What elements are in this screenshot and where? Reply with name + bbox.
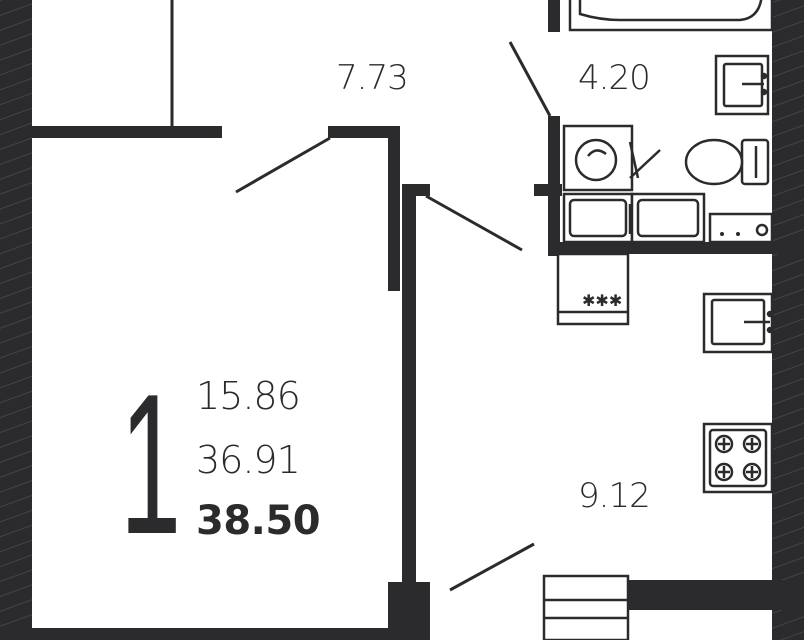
bottom-right-wall	[628, 580, 804, 610]
living-area-value: 15.86	[196, 374, 301, 418]
kitchen-sink	[702, 292, 774, 354]
bottom-left-wall	[0, 628, 400, 640]
washing-machine	[562, 124, 661, 192]
stove	[702, 422, 774, 494]
toilet	[684, 138, 770, 186]
bathtub	[568, 0, 774, 32]
hallway-area-label: 7.73	[336, 58, 409, 98]
bathroom-area-label: 4.20	[578, 58, 651, 98]
bathroom-wall-top	[548, 0, 560, 32]
bathroom-sink	[714, 54, 770, 116]
kitchen-unit: ✱✱✱	[556, 252, 630, 326]
door-swing-bathroom	[508, 41, 552, 117]
interior-walls	[32, 0, 804, 640]
kitchen-area-label: 9.12	[578, 476, 651, 516]
door-swing-kitchen	[425, 194, 523, 252]
total-area-value: 38.50	[196, 498, 321, 544]
bathroom-wall-bottom	[548, 242, 804, 254]
hall-wall-vertical	[388, 126, 400, 291]
kitchen-window	[542, 574, 630, 640]
door-swing-entry	[449, 542, 535, 592]
kitchen-unit-marks: ✱✱✱	[582, 291, 622, 310]
hall-wall-top	[328, 126, 400, 138]
left-outer-wall	[0, 0, 32, 640]
right-outer-wall	[772, 0, 804, 640]
bathroom-cabinets	[562, 192, 774, 244]
kitchen-area-value: 36.91	[196, 438, 301, 482]
partition-cap	[402, 184, 430, 196]
partition-wall	[402, 184, 416, 640]
balcony-wall	[32, 126, 222, 138]
bathroom-door-stub	[534, 184, 562, 196]
door-swing-hall	[235, 136, 331, 194]
kitchen-door-block	[388, 582, 430, 640]
room-count: 1	[120, 353, 182, 576]
door-swings	[235, 41, 552, 592]
